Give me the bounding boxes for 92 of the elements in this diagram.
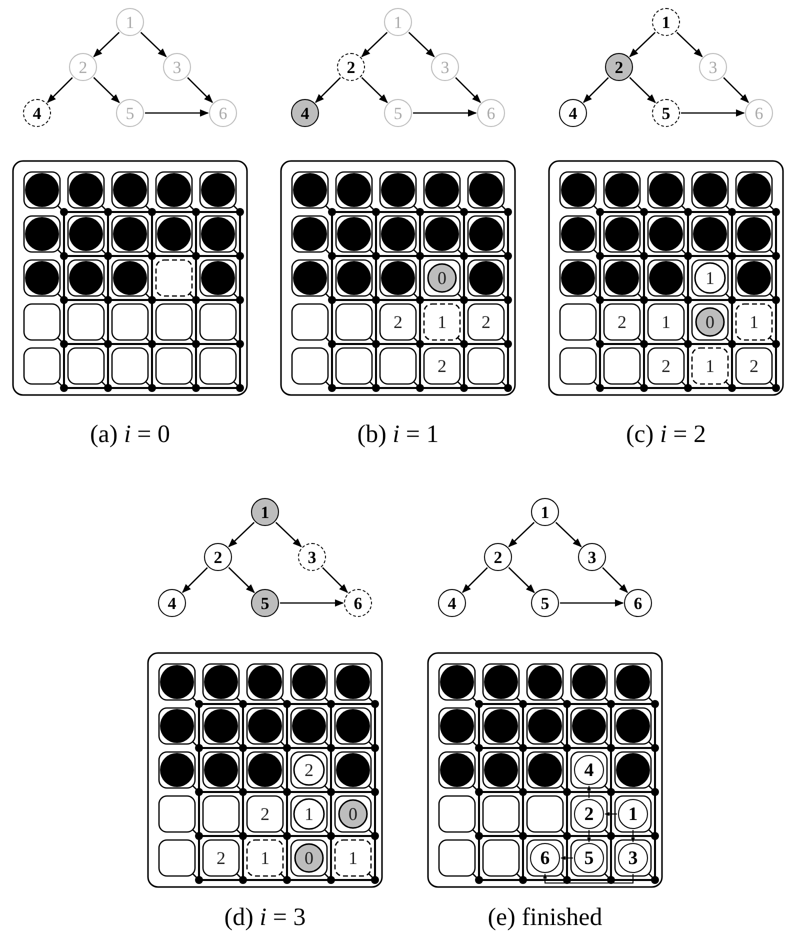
graph-node-circle: 1 bbox=[652, 8, 680, 36]
graph-node-circle: 6 bbox=[344, 589, 372, 617]
arrow bbox=[361, 32, 388, 58]
graph-node-circle: 4 bbox=[23, 99, 51, 127]
arrow bbox=[604, 812, 618, 816]
arrow bbox=[182, 567, 208, 594]
cell-number: 1 bbox=[438, 313, 446, 331]
graph-node-circle: 6 bbox=[745, 99, 773, 127]
panel-caption: (d) i = 3 bbox=[224, 905, 306, 930]
arrow bbox=[508, 522, 535, 548]
cell-number: 0 bbox=[304, 849, 314, 867]
arrow bbox=[543, 874, 634, 884]
cell-number: 1 bbox=[706, 269, 714, 287]
graph-node-circle: 5 bbox=[251, 589, 279, 617]
arrow bbox=[560, 856, 574, 860]
arrow bbox=[508, 567, 535, 594]
graph-node-circle: 4 bbox=[291, 99, 319, 127]
cell-number: 2 bbox=[304, 761, 314, 779]
graph-node-circle: 5 bbox=[652, 99, 680, 127]
cell-number: 0 bbox=[706, 313, 714, 331]
graph-node-circle: 4 bbox=[158, 589, 186, 617]
arrow bbox=[413, 109, 477, 117]
panel-caption: (e) finished bbox=[488, 905, 602, 930]
graph-node-circle: 6 bbox=[477, 99, 505, 127]
graph-node-circle: 2 bbox=[337, 53, 365, 81]
graph-node-circle: 5 bbox=[384, 99, 412, 127]
graph-node-circle: 2 bbox=[69, 53, 97, 81]
cell-number: 2 bbox=[438, 357, 446, 375]
arrow bbox=[560, 599, 624, 607]
cell-number: 2 bbox=[662, 357, 670, 375]
arrow bbox=[46, 77, 73, 104]
cell-number: 0 bbox=[348, 805, 358, 823]
arrow bbox=[187, 77, 214, 104]
arrow bbox=[228, 522, 255, 548]
arrow bbox=[93, 32, 120, 58]
arrow bbox=[361, 77, 388, 104]
graph-node-circle: 3 bbox=[431, 53, 459, 81]
cell-number: 2 bbox=[750, 357, 758, 375]
arrow bbox=[631, 830, 635, 842]
graph-node-circle: 6 bbox=[209, 99, 237, 127]
graph-node-circle: 4 bbox=[438, 589, 466, 617]
arrow bbox=[629, 32, 656, 58]
panel-caption: (c) i = 2 bbox=[626, 422, 706, 447]
graph-node-circle: 2 bbox=[484, 543, 512, 571]
arrow bbox=[322, 567, 348, 594]
cell-number: 1 bbox=[662, 313, 670, 331]
cell-number: 2 bbox=[216, 849, 226, 867]
arrow bbox=[602, 567, 628, 594]
graph-node-circle: 6 bbox=[624, 589, 652, 617]
arrow bbox=[93, 77, 120, 104]
arrow bbox=[280, 599, 344, 607]
arrow bbox=[408, 32, 435, 58]
graph-node-circle: 3 bbox=[699, 53, 727, 81]
cell-number: 1 bbox=[304, 805, 314, 823]
graph-node-circle: 3 bbox=[578, 543, 606, 571]
arrow bbox=[140, 32, 167, 58]
cell-number: 2 bbox=[618, 313, 626, 331]
graph-node-circle: 1 bbox=[531, 498, 559, 526]
arrow bbox=[455, 77, 482, 104]
arrow bbox=[629, 77, 656, 104]
cell-number: 1 bbox=[750, 313, 758, 331]
arrow bbox=[582, 77, 609, 104]
arrow bbox=[723, 77, 750, 104]
cell-number: 1 bbox=[348, 849, 358, 867]
graph-node-circle: 4 bbox=[559, 99, 587, 127]
cell-number: 2 bbox=[394, 313, 402, 331]
cell-number: 2 bbox=[482, 313, 490, 331]
arrow bbox=[587, 830, 591, 842]
graph-node-circle: 3 bbox=[298, 543, 326, 571]
panel-caption: (a) i = 0 bbox=[90, 422, 170, 447]
cell-number: 1 bbox=[260, 849, 270, 867]
arrow bbox=[681, 109, 745, 117]
arrow bbox=[275, 522, 302, 548]
arrow bbox=[555, 522, 582, 548]
cell-number: 1 bbox=[706, 357, 714, 375]
arrow bbox=[145, 109, 209, 117]
graph-node-circle: 5 bbox=[531, 589, 559, 617]
graph-node-circle: 1 bbox=[116, 8, 144, 36]
graph-node-circle: 1 bbox=[384, 8, 412, 36]
arrow bbox=[587, 786, 591, 798]
graph-node-circle: 2 bbox=[605, 53, 633, 81]
graph-node-circle: 3 bbox=[163, 53, 191, 81]
graph-node-circle: 5 bbox=[116, 99, 144, 127]
graph-node-circle: 1 bbox=[251, 498, 279, 526]
arrow bbox=[228, 567, 255, 594]
arrow bbox=[676, 32, 703, 58]
arrow bbox=[462, 567, 488, 594]
cell-number: 2 bbox=[260, 805, 270, 823]
panel-caption: (b) i = 1 bbox=[357, 422, 439, 447]
cell-number: 0 bbox=[438, 269, 446, 287]
arrow bbox=[314, 77, 341, 104]
graph-node-circle: 2 bbox=[204, 543, 232, 571]
